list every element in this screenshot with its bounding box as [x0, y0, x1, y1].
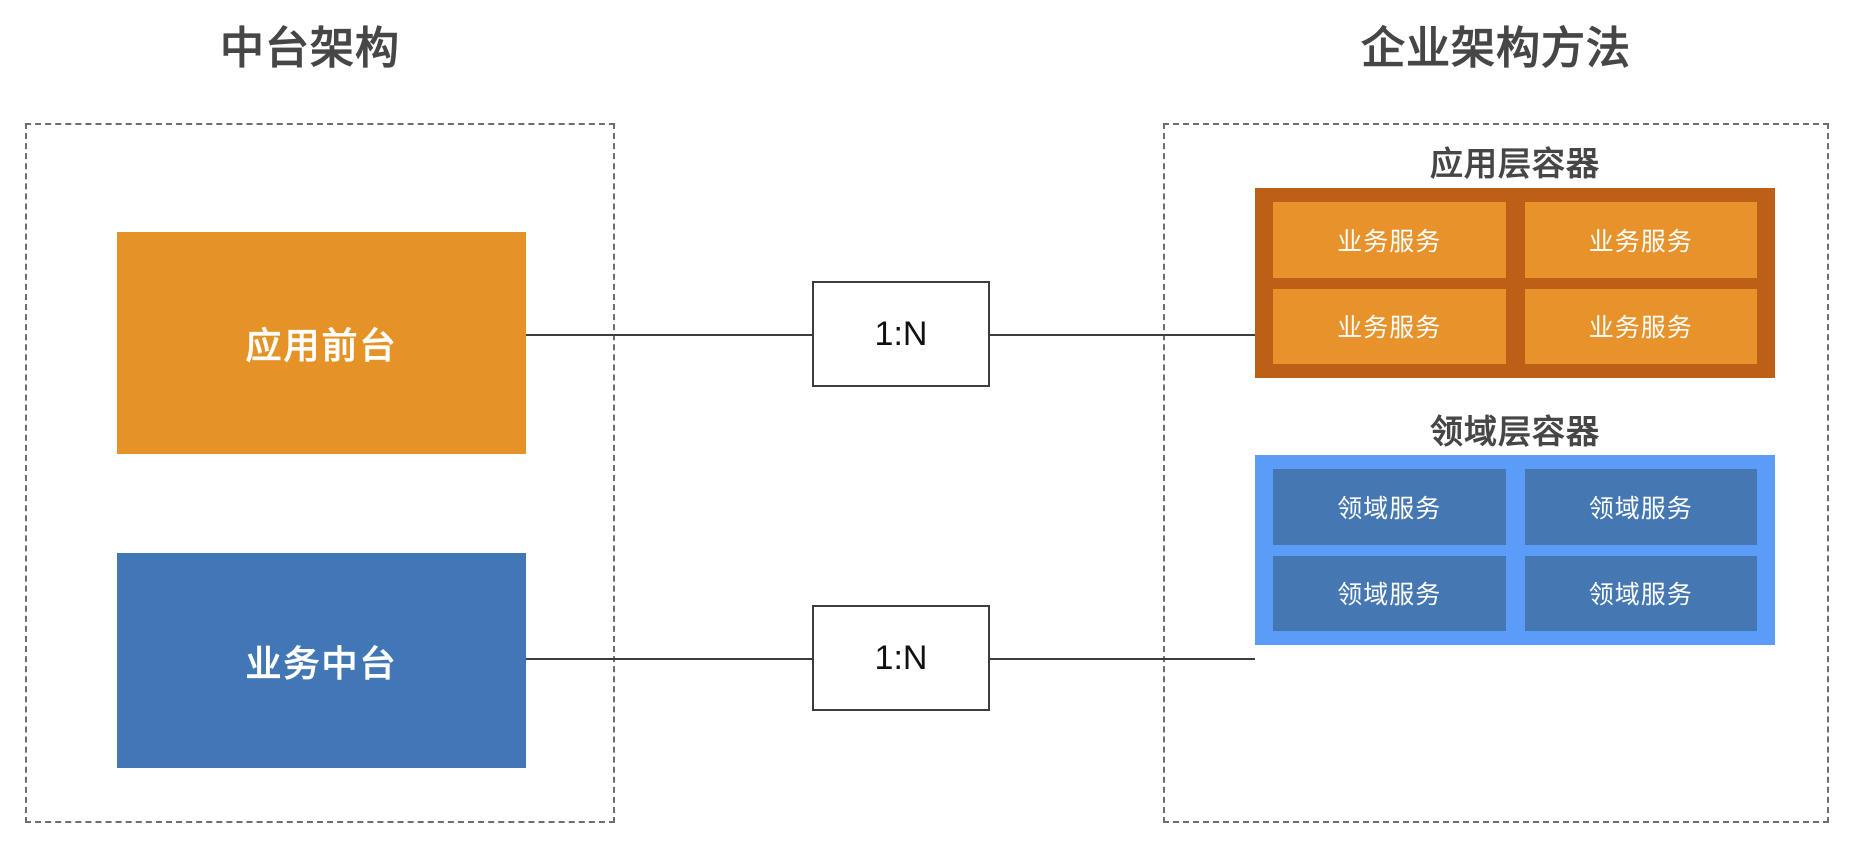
application-layer-container: 业务服务 业务服务 业务服务 业务服务: [1255, 188, 1775, 378]
domain-service-card[interactable]: 领域服务: [1273, 469, 1506, 545]
domain-service-card[interactable]: 领域服务: [1524, 555, 1757, 631]
right-panel-frame: [1163, 123, 1829, 823]
business-service-card[interactable]: 业务服务: [1524, 202, 1757, 278]
connector-middle-to-cardinality: [526, 658, 812, 660]
domain-layer-container-caption: 领域层容器: [1430, 413, 1600, 450]
business-service-card[interactable]: 业务服务: [1273, 288, 1506, 364]
cardinality-label-top: 1:N: [812, 281, 990, 387]
domain-layer-container: 领域服务 领域服务 领域服务 领域服务: [1255, 455, 1775, 645]
left-panel-title: 中台架构: [220, 24, 400, 73]
connector-cardinality-to-app-container: [990, 334, 1255, 336]
business-service-card[interactable]: 业务服务: [1524, 288, 1757, 364]
block-application-frontend[interactable]: 应用前台: [117, 232, 526, 454]
connector-cardinality-to-domain-container: [990, 658, 1255, 660]
left-panel-frame: [25, 123, 615, 823]
domain-service-card[interactable]: 领域服务: [1273, 555, 1506, 631]
right-panel-title: 企业架构方法: [1361, 24, 1631, 73]
connector-app-to-cardinality: [526, 334, 812, 336]
application-layer-container-caption: 应用层容器: [1430, 145, 1600, 182]
cardinality-label-bottom: 1:N: [812, 605, 990, 711]
domain-service-card[interactable]: 领域服务: [1524, 469, 1757, 545]
block-business-middle-platform[interactable]: 业务中台: [117, 553, 526, 768]
business-service-card[interactable]: 业务服务: [1273, 202, 1506, 278]
